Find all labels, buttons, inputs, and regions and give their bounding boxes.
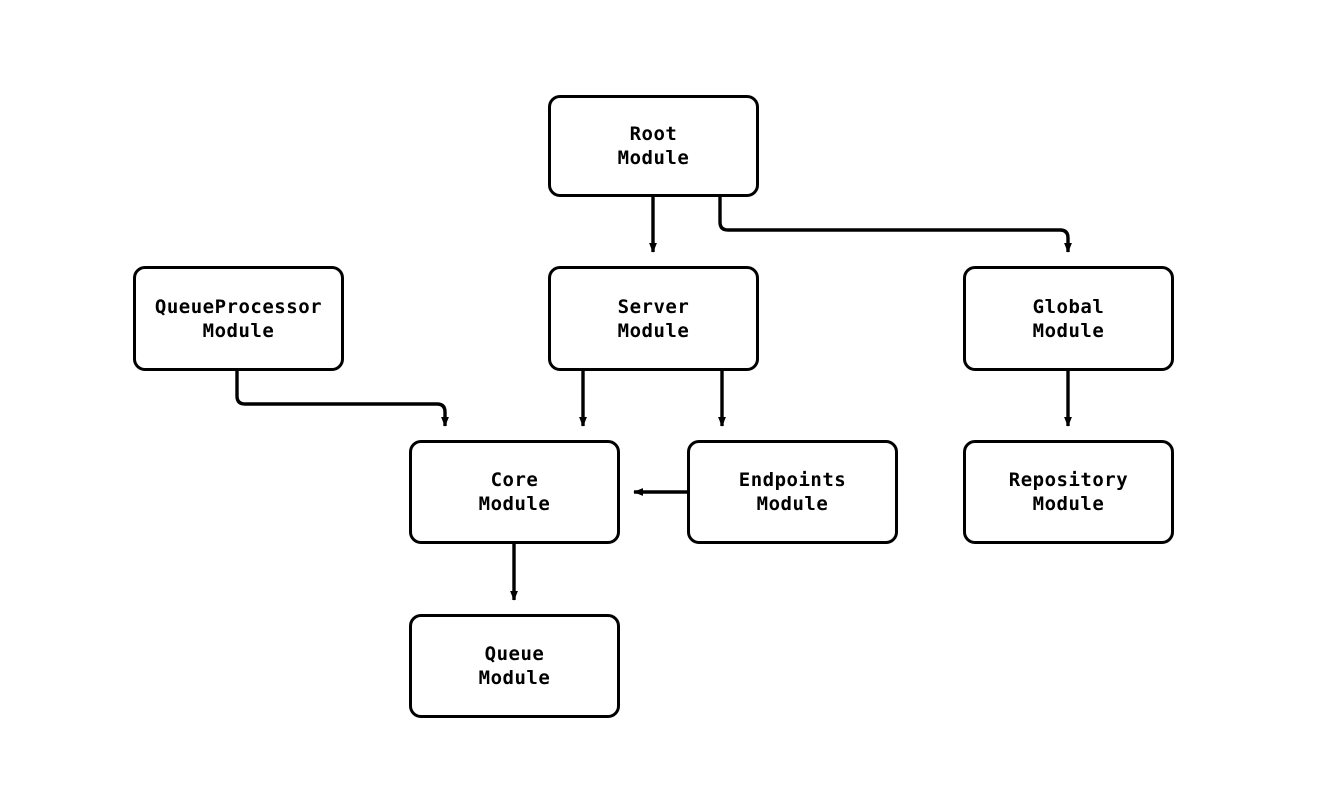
node-label-line2: Module [202,319,275,342]
edge-queueprocessor-to-core [235,371,449,427]
node-endpoints-module[interactable]: Endpoints Module [687,440,898,544]
node-global-module[interactable]: Global Module [963,266,1174,371]
node-label-line1: Core [490,469,539,491]
node-label-line2: Module [617,147,690,169]
node-server-module[interactable]: Server Module [548,266,759,371]
node-label-line2: Module [617,319,690,342]
node-label-line1: Queue [484,643,545,665]
node-core-module[interactable]: Core Module [409,440,620,544]
node-label-line2: Module [1032,493,1105,515]
node-queueprocessor-module[interactable]: QueueProcessor Module [133,266,344,371]
node-label-line1: Server [617,295,690,318]
node-queue-module[interactable]: Queue Module [409,614,620,718]
node-label-line2: Module [1032,319,1105,342]
node-label-line1: Repository [1008,469,1129,491]
node-label-line2: Module [756,493,829,515]
node-label-line1: Root [629,123,678,145]
node-label-line1: Global [1032,295,1105,318]
node-root-module[interactable]: Root Module [548,95,759,197]
node-label-line1: QueueProcessor [154,295,323,318]
node-label-line1: Endpoints [738,469,847,491]
node-repository-module[interactable]: Repository Module [963,440,1174,544]
edge-root-to-global [718,197,1072,253]
node-label-line2: Module [478,667,551,689]
node-label-line2: Module [478,493,551,515]
